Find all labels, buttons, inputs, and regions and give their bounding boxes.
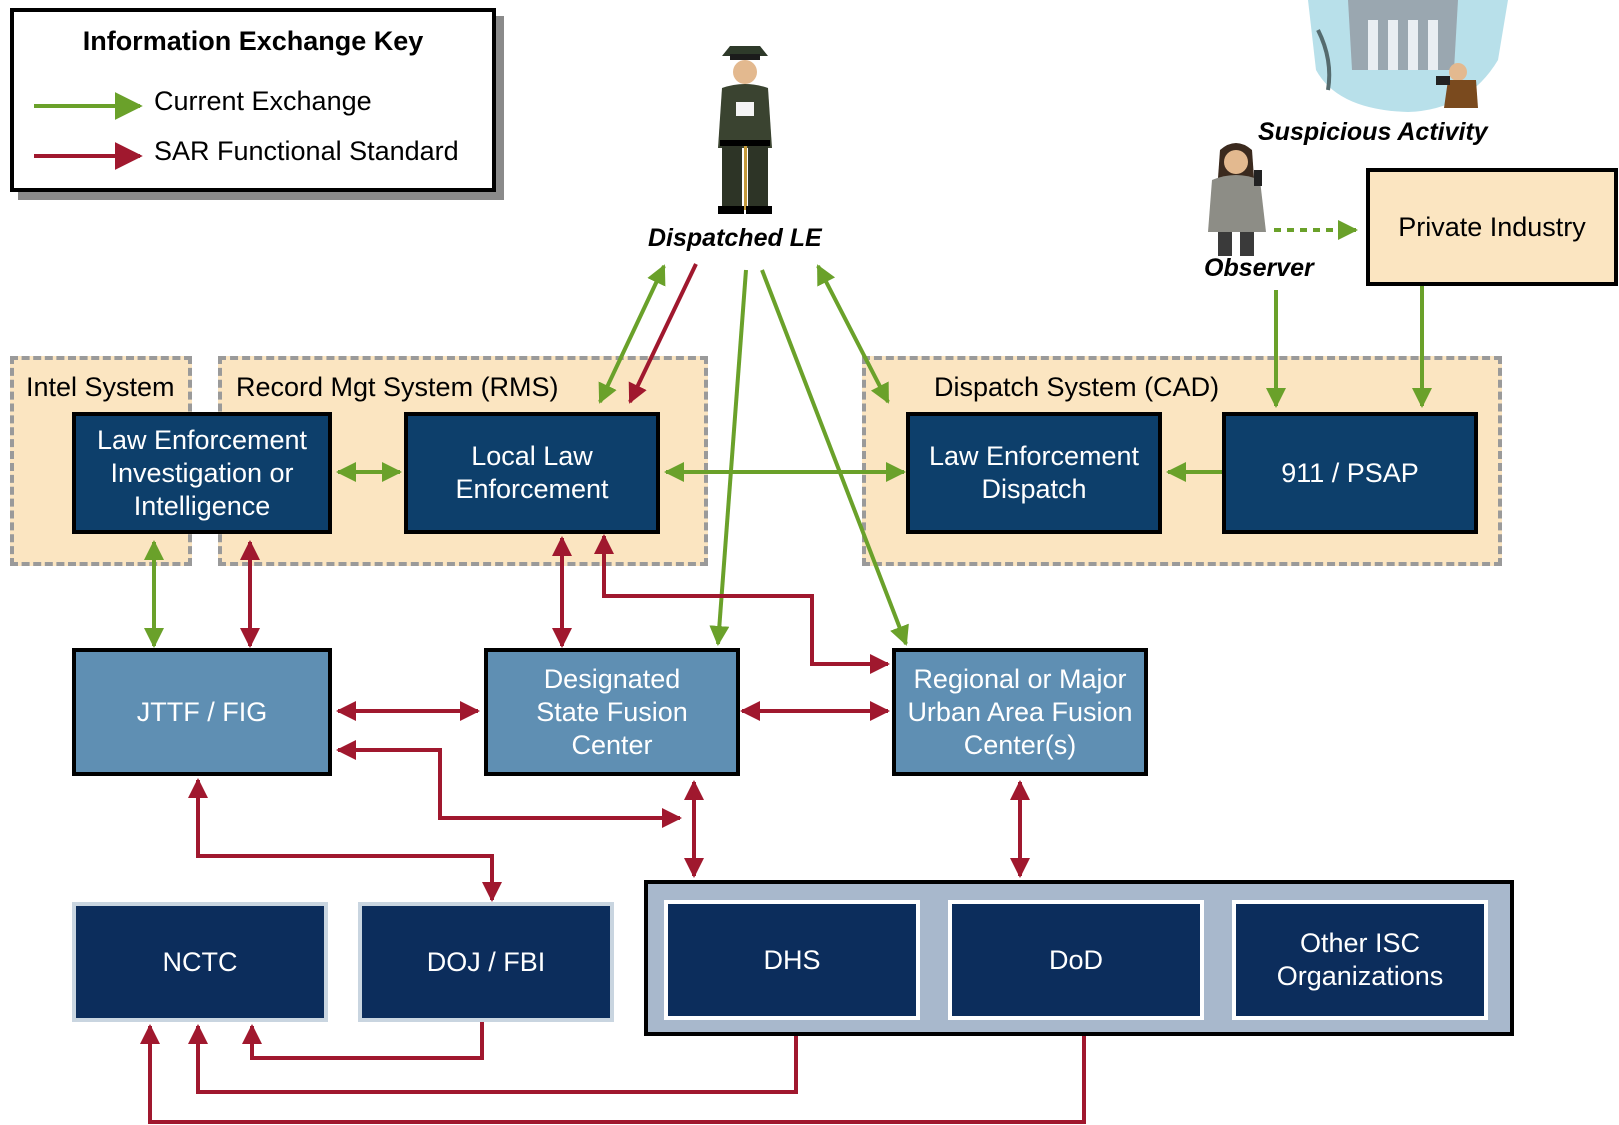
dhs-nctc-arrow (188, 1024, 798, 1094)
observer-label: Observer (1204, 254, 1314, 282)
dispatched-le-state-fusion-arrow (709, 269, 748, 646)
suspicious-activity-label: Suspicious Activity (1258, 118, 1488, 146)
rms-title: Record Mgt System (RMS) (236, 372, 559, 402)
nctc-box: NCTC (72, 902, 328, 1022)
dispatched-le-regional-fusion-arrow (760, 269, 909, 646)
le-investigation-box: Law Enforcement Investigation or Intelli… (72, 412, 332, 534)
observer-icon (1208, 143, 1266, 256)
legend-sar-label: SAR Functional Standard (154, 136, 459, 166)
local-le-regional-fusion-arrow (594, 534, 890, 674)
legend: Information Exchange Key Current Exchang… (10, 8, 496, 192)
legend-arrows (34, 92, 143, 170)
dispatched-le-label: Dispatched LE (648, 224, 822, 252)
doj-fbi-box: DOJ / FBI (358, 902, 614, 1022)
legend-title: Information Exchange Key (82, 26, 424, 56)
dod-nctc-arrow (140, 1024, 1086, 1124)
psap-box: 911 / PSAP (1222, 412, 1478, 534)
cad-title: Dispatch System (CAD) (934, 372, 1220, 402)
other-isc-box: Other ISC Organizations (1232, 900, 1488, 1020)
private-industry-box: Private Industry (1366, 168, 1618, 286)
legend-current-label: Current Exchange (154, 86, 372, 116)
officer-icon (718, 46, 772, 214)
local-le-box: Local Law Enforcement (404, 412, 660, 534)
intel-system-title: Intel System (26, 372, 175, 402)
suspicious-activity-illustration (1308, 0, 1508, 112)
le-dispatch-box: Law Enforcement Dispatch (906, 412, 1162, 534)
dhs-box: DHS (664, 900, 920, 1020)
doj-fbi-nctc-arrow (242, 1018, 484, 1060)
state-fusion-center-box: Designated State Fusion Center (484, 648, 740, 776)
regional-fusion-center-box: Regional or Major Urban Area Fusion Cent… (892, 648, 1148, 776)
dod-box: DoD (948, 900, 1204, 1020)
dispatched-le-local-le-arrow (598, 264, 666, 404)
jttf-doj-fbi-arrow (188, 778, 502, 902)
jttf-fig-box: JTTF / FIG (72, 648, 332, 776)
dispatched-le-sar-arrow (628, 263, 698, 404)
dispatched-le-dispatch-arrow (816, 264, 890, 404)
